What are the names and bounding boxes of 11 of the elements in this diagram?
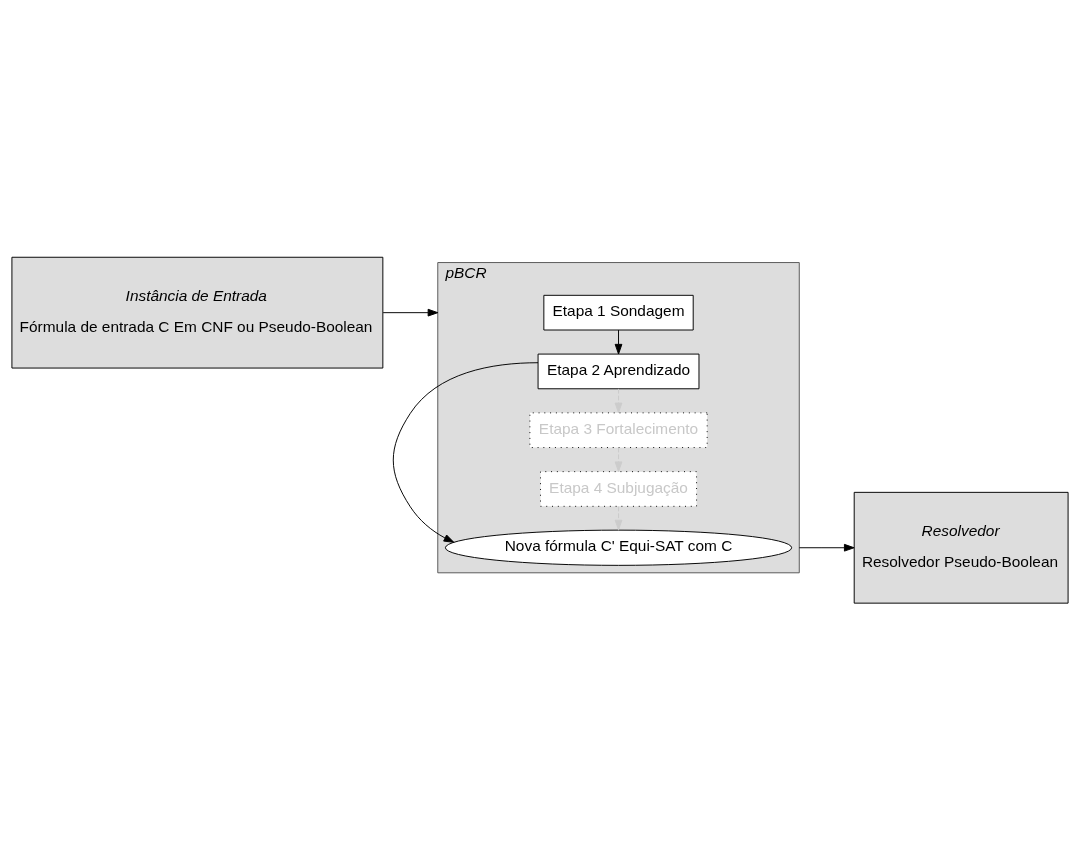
arrow — [382, 308, 439, 316]
arrow — [614, 446, 623, 472]
node-box: Etapa 2 Aprendizado — [537, 353, 700, 389]
arrow — [614, 329, 623, 354]
node-box: Etapa 1 Sondagem — [543, 294, 694, 330]
node-box: Instância de Entrada Fórmula de entrada C Em CNF ou Pseudo-Boolean — [11, 256, 384, 369]
arrow — [392, 361, 539, 543]
arrow — [798, 543, 855, 552]
arrow — [614, 505, 623, 530]
node-box: Resolvedor Resolvedor Pseudo-Boolean — [853, 491, 1069, 604]
arrow — [614, 387, 623, 413]
